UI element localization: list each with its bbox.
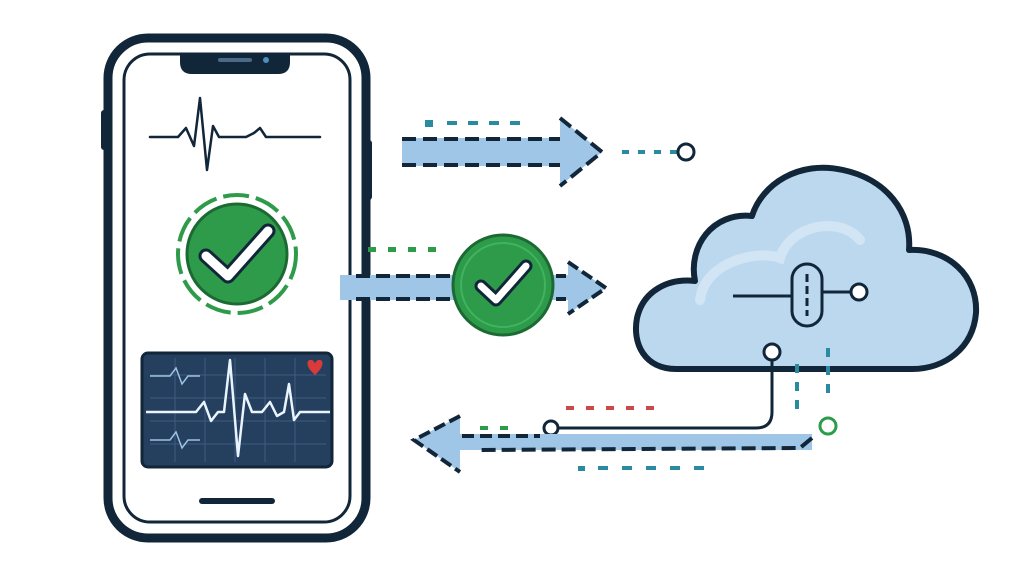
heart-icon	[307, 359, 323, 375]
download-arrow-bottom	[410, 342, 838, 474]
ecg-monitor-panel	[140, 351, 334, 469]
heartbeat-pulse-icon	[148, 96, 322, 172]
phone-notch	[180, 54, 290, 74]
upload-arrow-top	[402, 116, 696, 188]
checkmark-icon	[176, 193, 298, 315]
checkmark-icon	[451, 233, 555, 337]
home-indicator	[199, 498, 275, 504]
cloud-icon	[633, 164, 980, 372]
